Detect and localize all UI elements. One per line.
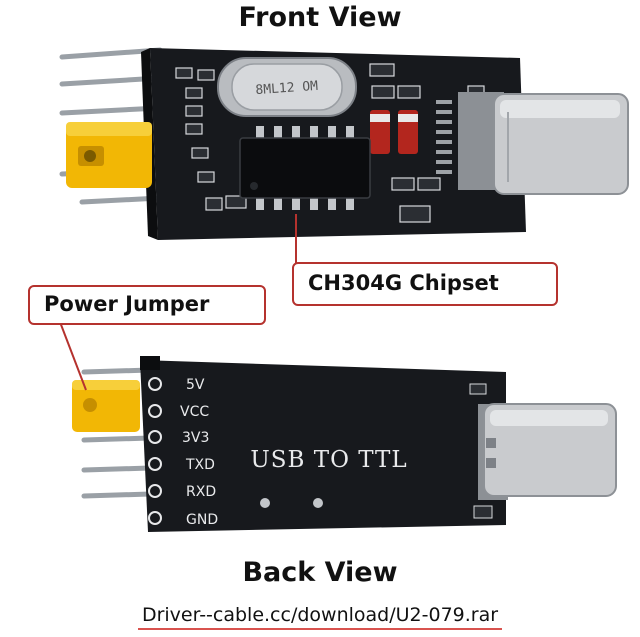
front-chip-pins — [256, 126, 354, 210]
pin-label-txd: TXD — [185, 457, 215, 473]
driver-download-link[interactable]: Driver--cable.cc/download/U2-079.rar — [0, 604, 640, 630]
back-power-jumper — [72, 380, 140, 432]
back-usb-c-connector — [478, 403, 617, 500]
ch340g-chip — [239, 137, 371, 199]
front-crystal: 8ML12 OM — [217, 57, 357, 117]
pin-label-rxd: RXD — [186, 484, 216, 500]
back-pin-labels: 5V VCC 3V3 TXD RXD GND — [180, 377, 218, 528]
driver-url-text[interactable]: Driver--cable.cc/download/U2-079.rar — [137, 604, 503, 630]
usb-to-ttl-silkscreen: USB TO TTL — [250, 447, 407, 473]
chipset-callout: CH304G Chipset — [292, 262, 558, 306]
back-board: 5V VCC 3V3 TXD RXD GND USB TO TTL — [72, 356, 617, 532]
front-usb-pads — [436, 100, 452, 174]
front-smd-components — [175, 63, 485, 223]
front-board: 8ML12 OM — [59, 47, 629, 240]
back-via — [260, 498, 270, 508]
jumper-callout-line — [59, 321, 87, 391]
pin-label-vcc: VCC — [180, 404, 209, 420]
crystal-marking: 8ML12 OM — [255, 79, 319, 98]
back-pcb — [140, 360, 506, 532]
front-diodes — [370, 110, 418, 154]
back-view-title: Back View — [242, 557, 398, 588]
pin-label-gnd: GND — [186, 512, 218, 528]
pin-label-5v: 5V — [186, 377, 205, 393]
front-power-jumper — [66, 122, 152, 188]
back-pin-holes — [148, 377, 162, 525]
front-view-title: Front View — [238, 2, 402, 33]
back-via — [313, 498, 323, 508]
front-usb-c-connector — [458, 92, 629, 195]
back-header-pins — [81, 367, 153, 499]
pin-label-3v3: 3V3 — [182, 430, 209, 446]
power-jumper-callout: Power Jumper — [28, 285, 266, 325]
